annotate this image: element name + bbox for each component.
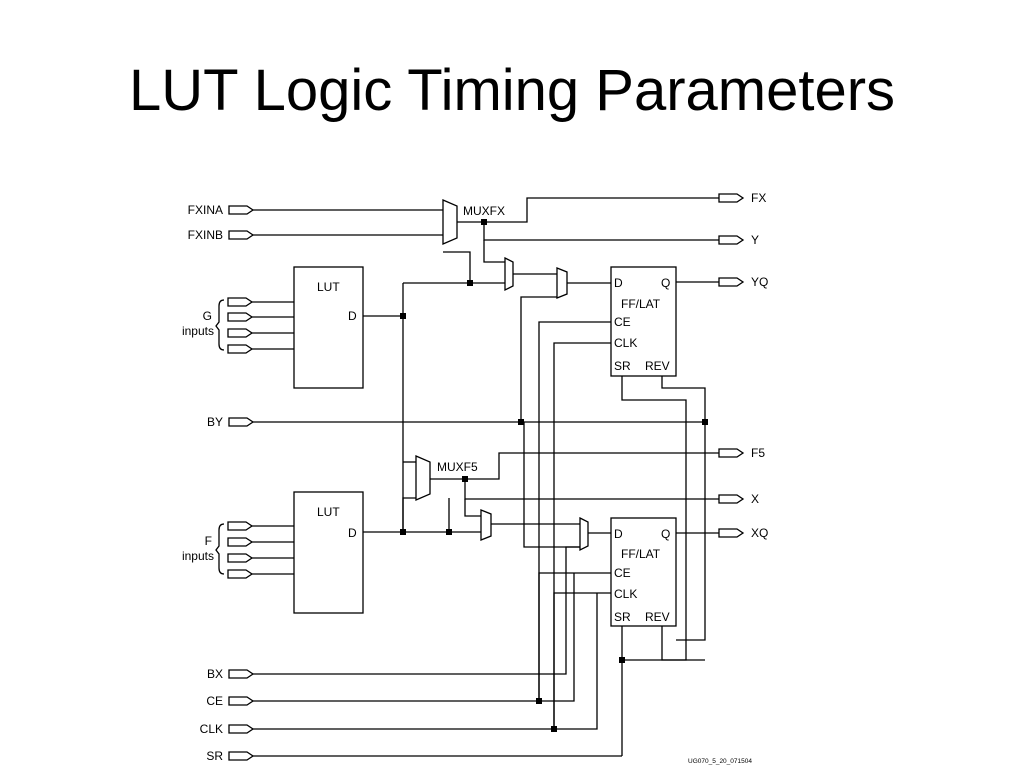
mux-bottom-2 — [579, 516, 589, 552]
fx-label: FX — [751, 191, 766, 205]
y-pad — [718, 235, 745, 245]
g-inputs-brace — [215, 299, 225, 351]
mux-bottom-1 — [480, 509, 492, 541]
fxina-pad — [228, 205, 255, 215]
ff-top-clk: CLK — [614, 336, 637, 350]
g-input-pad-1 — [227, 297, 254, 307]
g-inputs-label: G — [203, 309, 212, 323]
ff-bottom-label: FF/LAT — [621, 547, 661, 561]
output-pads — [718, 193, 745, 538]
x-pad — [718, 494, 745, 504]
wires — [252, 197, 719, 757]
muxfx: MUXFX — [442, 199, 505, 245]
ff-bottom-clk: CLK — [614, 587, 637, 601]
y-label: Y — [751, 233, 759, 247]
g-input-pad-4 — [227, 344, 254, 354]
ff-bottom-d: D — [614, 527, 623, 541]
mux-top-1 — [504, 256, 514, 292]
muxf5: MUXF5 — [415, 455, 478, 501]
input-pads — [227, 205, 255, 761]
lut-top-label: LUT — [317, 280, 340, 294]
f5-pad — [718, 448, 745, 458]
ff-top: D Q FF/LAT CE CLK SR REV — [610, 266, 677, 377]
f-inputs-label-2: inputs — [182, 549, 214, 563]
fx-pad — [718, 193, 745, 203]
f-input-pad-3 — [227, 553, 254, 563]
ff-bottom-rev: REV — [645, 610, 670, 624]
ff-bottom: D Q FF/LAT CE CLK SR REV — [610, 517, 677, 627]
ce-label: CE — [206, 694, 223, 708]
xq-label: XQ — [751, 526, 768, 540]
lut-bottom: LUT D — [293, 491, 364, 614]
g-inputs-label-2: inputs — [182, 324, 214, 338]
xq-pad — [718, 528, 745, 538]
bx-pad — [228, 669, 255, 679]
g-input-pad-2 — [227, 312, 254, 322]
fxinb-label: FXINB — [188, 228, 223, 242]
clk-label: CLK — [200, 722, 223, 736]
bx-label: BX — [207, 667, 223, 681]
slide-title: LUT Logic Timing Parameters — [128, 58, 896, 123]
ff-top-q: Q — [661, 276, 670, 290]
sr-pad — [228, 751, 255, 761]
ff-top-sr: SR — [614, 359, 631, 373]
ff-top-ce: CE — [614, 315, 631, 329]
mux-top-2 — [556, 267, 568, 299]
lut-bottom-d: D — [348, 526, 357, 540]
fxina-label: FXINA — [188, 203, 223, 217]
lut-bottom-label: LUT — [317, 505, 340, 519]
fxinb-pad — [228, 230, 255, 240]
g-input-pad-3 — [227, 328, 254, 338]
ff-bottom-sr: SR — [614, 610, 631, 624]
ff-bottom-ce: CE — [614, 566, 631, 580]
clk-pad — [228, 724, 255, 734]
f-inputs-label: F — [205, 534, 212, 548]
ff-top-label: FF/LAT — [621, 297, 661, 311]
lut-top: LUT D — [293, 266, 364, 389]
muxfx-label: MUXFX — [463, 204, 505, 218]
lut-top-d: D — [348, 309, 357, 323]
yq-pad — [718, 277, 745, 287]
f5-label: F5 — [751, 446, 765, 460]
f-input-pad-4 — [227, 569, 254, 579]
by-pad — [228, 417, 255, 427]
ff-top-d: D — [614, 276, 623, 290]
f-input-pad-2 — [227, 537, 254, 547]
ce-pad — [228, 696, 255, 706]
ff-top-rev: REV — [645, 359, 670, 373]
muxf5-label: MUXF5 — [437, 460, 478, 474]
by-label: BY — [207, 415, 223, 429]
figure-id-footnote: UG070_5_20_071504 — [688, 758, 752, 765]
x-label: X — [751, 492, 759, 506]
f-input-pad-1 — [227, 521, 254, 531]
sr-label: SR — [206, 749, 223, 763]
junction-dots — [400, 219, 708, 732]
f-inputs-brace — [215, 523, 225, 575]
ff-bottom-q: Q — [661, 527, 670, 541]
yq-label: YQ — [751, 275, 768, 289]
